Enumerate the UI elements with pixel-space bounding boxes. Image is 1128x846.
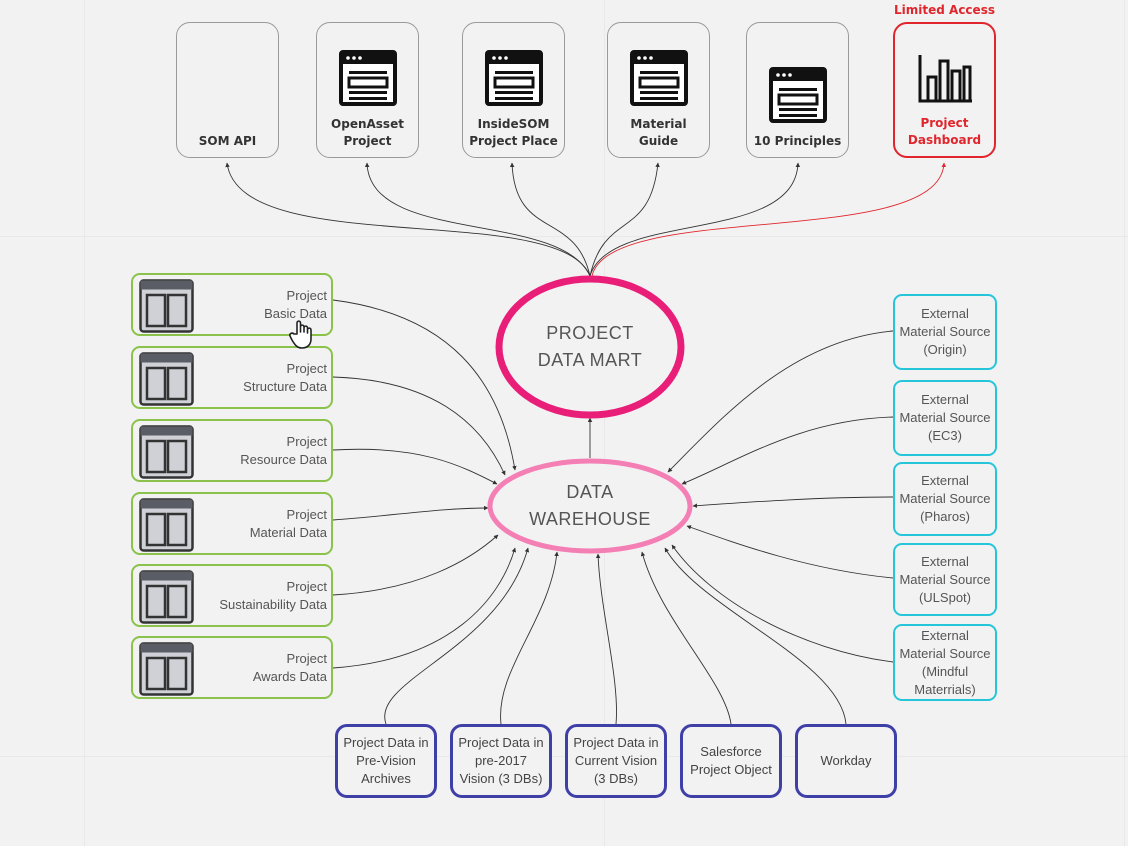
source-label: Project Data in Current Vision (3 DBs) (573, 735, 659, 786)
target-som-api[interactable]: SOM API (176, 22, 279, 158)
browser-window-icon (768, 67, 827, 123)
source-project-basic-data[interactable]: Project Basic Data (131, 273, 333, 336)
source-label: Project Awards Data (252, 650, 327, 684)
target-label: Material Guide (630, 117, 687, 148)
source-label: External Material Source (EC3) (899, 392, 991, 443)
source-project-sustainability-data[interactable]: Project Sustainability Data (131, 564, 333, 627)
link-mart-som-api (225, 162, 591, 277)
project-data-mart-ellipse (495, 275, 685, 419)
link-ulspot (686, 525, 894, 579)
panel-layout-icon (139, 352, 194, 406)
source-label: Project Basic Data (264, 287, 327, 321)
source-project-material-data[interactable]: Project Material Data (131, 492, 333, 555)
source-pre-vision-archives[interactable]: Project Data in Pre-Vision Archives (335, 724, 437, 798)
target-project-dashboard[interactable]: Project Dashboard (893, 22, 996, 158)
link-mart-openasset (364, 162, 591, 277)
link-pre-vision (384, 547, 530, 725)
source-current-vision[interactable]: Project Data in Current Vision (3 DBs) (565, 724, 667, 798)
project-data-mart-label: PROJECT DATA MART (537, 323, 643, 370)
panel-layout-icon (139, 498, 194, 552)
target-material-guide[interactable]: Material Guide (607, 22, 710, 158)
source-salesforce-project-object[interactable]: Salesforce Project Object (680, 724, 782, 798)
link-pharos (692, 496, 894, 508)
target-label: InsideSOM Project Place (469, 117, 558, 148)
link-mart-insidesom (509, 162, 591, 277)
browser-window-icon (338, 50, 397, 106)
link-structure-data (332, 376, 506, 476)
target-openasset-project[interactable]: OpenAsset Project (316, 22, 419, 158)
source-external-ulspot[interactable]: External Material Source (ULSpot) (893, 543, 997, 616)
link-origin (667, 330, 894, 473)
panel-layout-icon (139, 642, 194, 696)
source-project-awards-data[interactable]: Project Awards Data (131, 636, 333, 699)
target-label: 10 Principles (753, 134, 842, 148)
target-label: OpenAsset Project (331, 117, 404, 148)
link-ec3 (681, 416, 894, 485)
source-external-ec3[interactable]: External Material Source (EC3) (893, 380, 997, 456)
source-project-structure-data[interactable]: Project Structure Data (131, 346, 333, 409)
panel-layout-icon (139, 570, 194, 624)
link-mindful (671, 544, 894, 663)
link-mart-10-principles (589, 162, 801, 277)
target-label: SOM API (198, 134, 257, 148)
source-label: Project Material Data (249, 506, 327, 540)
source-label: Project Data in pre-2017 Vision (3 DBs) (458, 735, 544, 786)
source-label: External Material Source (Pharos) (899, 473, 991, 524)
source-external-origin[interactable]: External Material Source (Origin) (893, 294, 997, 370)
link-resource-data (332, 448, 498, 485)
source-label: Project Sustainability Data (219, 578, 327, 612)
link-material-data (332, 505, 489, 521)
data-warehouse-label: DATA WAREHOUSE (529, 482, 651, 529)
link-pre-2017 (500, 551, 559, 725)
source-external-pharos[interactable]: External Material Source (Pharos) (893, 462, 997, 536)
link-sustainability-data (332, 534, 499, 596)
source-external-mindful-materials[interactable]: External Material Source (Mindful Materr… (893, 624, 997, 701)
link-workday (664, 547, 847, 725)
browser-window-icon (629, 50, 688, 106)
link-awards-data (332, 547, 517, 669)
source-pre-2017-vision[interactable]: Project Data in pre-2017 Vision (3 DBs) (450, 724, 552, 798)
link-mart-material-guide (589, 162, 660, 277)
limited-access-label: Limited Access (894, 3, 995, 17)
source-label: External Material Source (ULSpot) (899, 553, 991, 605)
bar-chart-icon (918, 55, 972, 103)
source-project-resource-data[interactable]: Project Resource Data (131, 419, 333, 482)
link-salesforce (640, 551, 732, 725)
source-label: Project Structure Data (243, 360, 327, 394)
target-label: Project Dashboard (907, 116, 982, 147)
panel-layout-icon (139, 425, 194, 479)
source-label: Project Resource Data (240, 433, 327, 467)
panel-layout-icon (139, 279, 194, 333)
data-warehouse-ellipse (487, 458, 693, 554)
source-label: External Material Source (Mindful Materr… (899, 627, 991, 697)
target-insidesom-project-place[interactable]: InsideSOM Project Place (462, 22, 565, 158)
link-current-vision (595, 553, 617, 725)
source-workday[interactable]: Workday (795, 724, 897, 798)
link-basic-data (332, 299, 517, 471)
hand-cursor-icon (289, 320, 312, 349)
source-label: Project Data in Pre-Vision Archives (343, 735, 429, 786)
source-label: Workday (820, 753, 872, 768)
source-label: External Material Source (Origin) (899, 306, 991, 357)
source-label: Salesforce Project Object (690, 744, 772, 777)
link-mart-dashboard (591, 162, 947, 277)
target-10-principles[interactable]: 10 Principles (746, 22, 849, 158)
browser-window-icon (484, 50, 543, 106)
